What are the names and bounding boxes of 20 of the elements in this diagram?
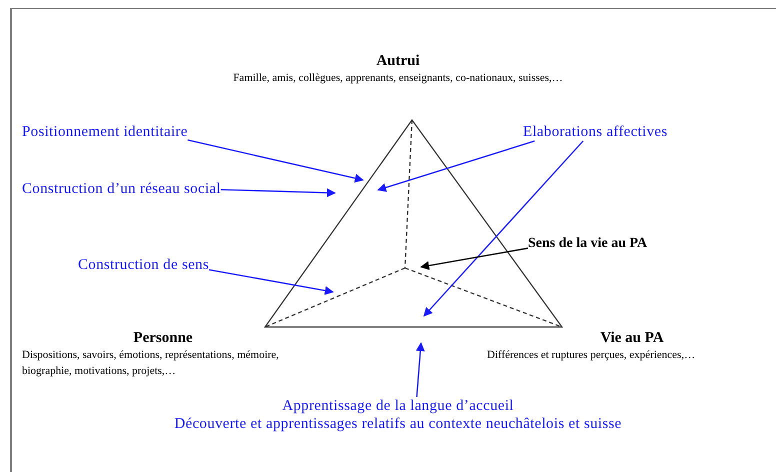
callout-text: Apprentissage de la langue d’accueil <box>281 397 515 415</box>
arrow <box>377 140 535 192</box>
callout-text: Elaborations affectives <box>523 123 668 141</box>
arrow <box>208 269 334 295</box>
callout-text: Positionnement identitaire <box>22 123 188 141</box>
callout-text: Construction de sens <box>78 256 209 274</box>
arrow <box>220 188 336 198</box>
arrow <box>188 139 364 183</box>
callout-text: Sens de la vie au PA <box>528 235 648 253</box>
pole-description: Différences et ruptures perçues, expériences,… <box>487 348 696 363</box>
pole-title: Vie au PA <box>599 329 665 347</box>
pole-description: Dispositions, savoirs, émotions, représentations, mémoire, biographie, motivations, projets,… <box>22 348 280 379</box>
pole-title: Autrui <box>375 52 421 70</box>
arrow <box>420 248 528 270</box>
pole-description: Famille, amis, collègues, apprenants, enseignants, co-nationaux, suisses,… <box>233 71 563 86</box>
pole-title: Personne <box>132 329 194 347</box>
arrow <box>423 140 584 317</box>
arrow <box>416 342 425 398</box>
callout-text: Découverte et apprentissages relatifs au contexte neuchâtelois et suisse <box>174 415 622 433</box>
callout-text: Construction d’un réseau social <box>22 180 221 198</box>
